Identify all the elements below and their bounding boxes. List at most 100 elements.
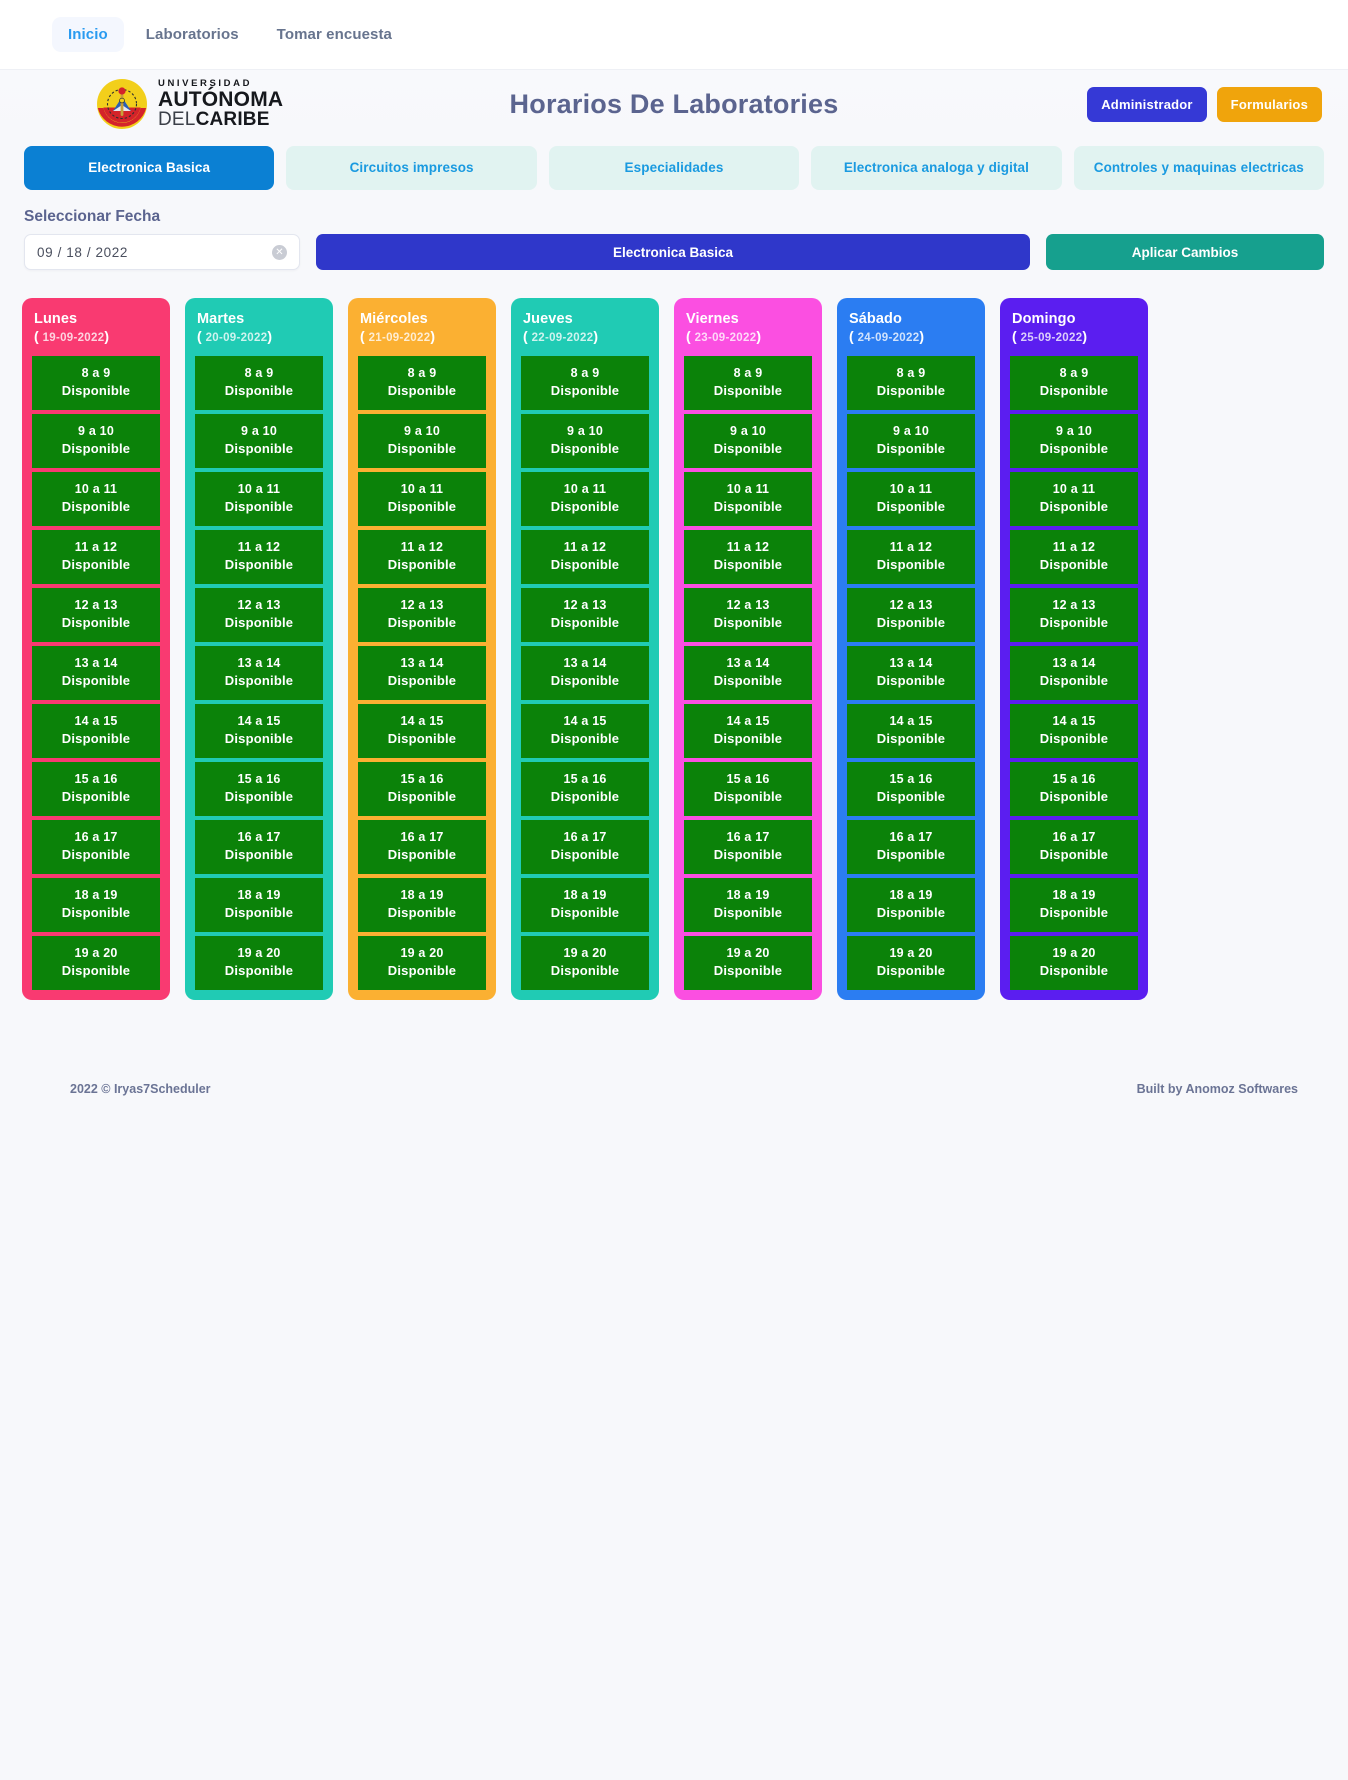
time-slot-status: Disponible (224, 730, 294, 746)
tab-electronica-basica[interactable]: Electronica Basica (24, 146, 275, 191)
formularios-button[interactable]: Formularios (1216, 86, 1322, 122)
page-footer: 2022 © Iryas7Scheduler Built by Anomoz S… (0, 1060, 1348, 1122)
day-date-value: 20-09-2022 (205, 332, 268, 345)
date-input-value[interactable]: 09 / 18 / 2022 (37, 244, 128, 260)
tab-circuitos-impresos[interactable]: Circuitos impresos (286, 146, 537, 191)
day-date: ( 22-09-2022) (523, 328, 599, 345)
tab-electronica-analoga-y-digital[interactable]: Electronica analoga y digital (811, 146, 1062, 191)
nav-item-tomar-encuesta[interactable]: Tomar encuesta (276, 26, 392, 43)
day-card-header: Sábado( 24-09-2022) (837, 310, 985, 356)
tab-controles-y-maquinas-electricas[interactable]: Controles y maquinas electricas (1073, 146, 1325, 191)
time-slot-range: 13 a 14 (1052, 655, 1096, 670)
date-input[interactable]: 09 / 18 / 2022 ✕ (24, 234, 300, 271)
time-slot-range: 19 a 20 (563, 945, 607, 960)
clear-circle-icon[interactable]: ✕ (272, 244, 287, 260)
nav-item-inicio[interactable]: Inicio (52, 17, 124, 52)
tab-especialidades[interactable]: Especialidades (548, 146, 800, 191)
selected-lab-button[interactable]: Electronica Basica (316, 234, 1030, 271)
administrador-button[interactable]: Administrador (1087, 86, 1207, 122)
nav-item-laboratorios[interactable]: Laboratorios (145, 26, 239, 43)
aplicar-cambios-button[interactable]: Aplicar Cambios (1046, 234, 1324, 271)
